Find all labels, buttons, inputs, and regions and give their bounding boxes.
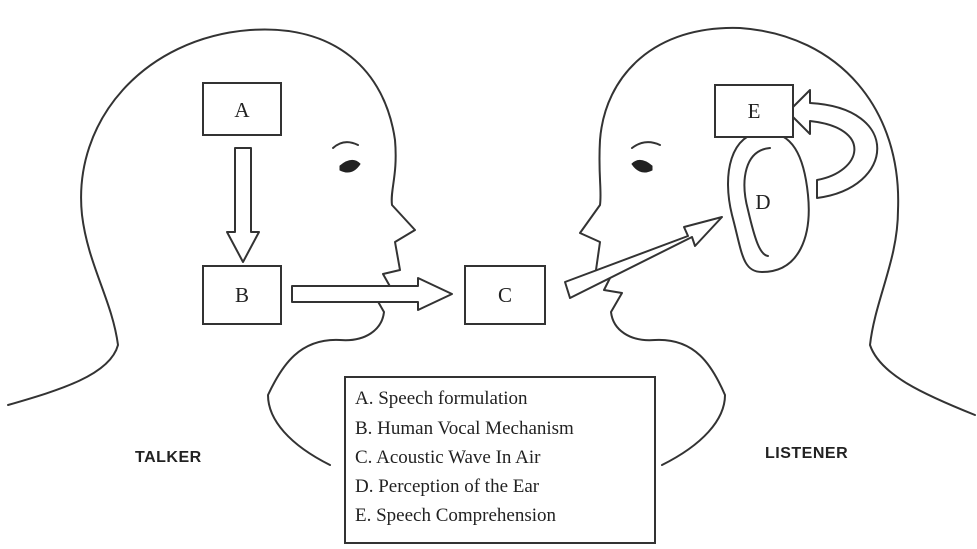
arrow-b-to-c [292, 278, 452, 310]
legend-item-c: C. Acoustic Wave In Air [355, 447, 541, 468]
box-d-label: D [755, 190, 770, 214]
box-c-label: C [498, 283, 512, 307]
legend-item-d: D. Perception of the Ear [355, 476, 540, 497]
legend-item-a: A. Speech formulation [355, 388, 528, 409]
box-e: E [715, 85, 793, 137]
box-b: B [203, 266, 281, 324]
talker-label: TALKER [135, 449, 202, 466]
legend-item-e: E. Speech Comprehension [355, 505, 557, 526]
curved-arrow-d-to-e [788, 90, 877, 198]
listener-eye-icon [632, 142, 660, 172]
box-c: C [465, 266, 545, 324]
box-b-label: B [235, 283, 249, 307]
arrow-a-to-b [227, 148, 259, 262]
arrow-c-to-d [565, 217, 722, 298]
box-a-label: A [234, 98, 250, 122]
box-a: A [203, 83, 281, 135]
box-e-label: E [748, 99, 761, 123]
legend-item-b: B. Human Vocal Mechanism [355, 418, 574, 439]
talker-eye-icon [333, 142, 360, 172]
listener-label: LISTENER [765, 445, 848, 462]
legend: A. Speech formulation B. Human Vocal Mec… [345, 377, 655, 543]
